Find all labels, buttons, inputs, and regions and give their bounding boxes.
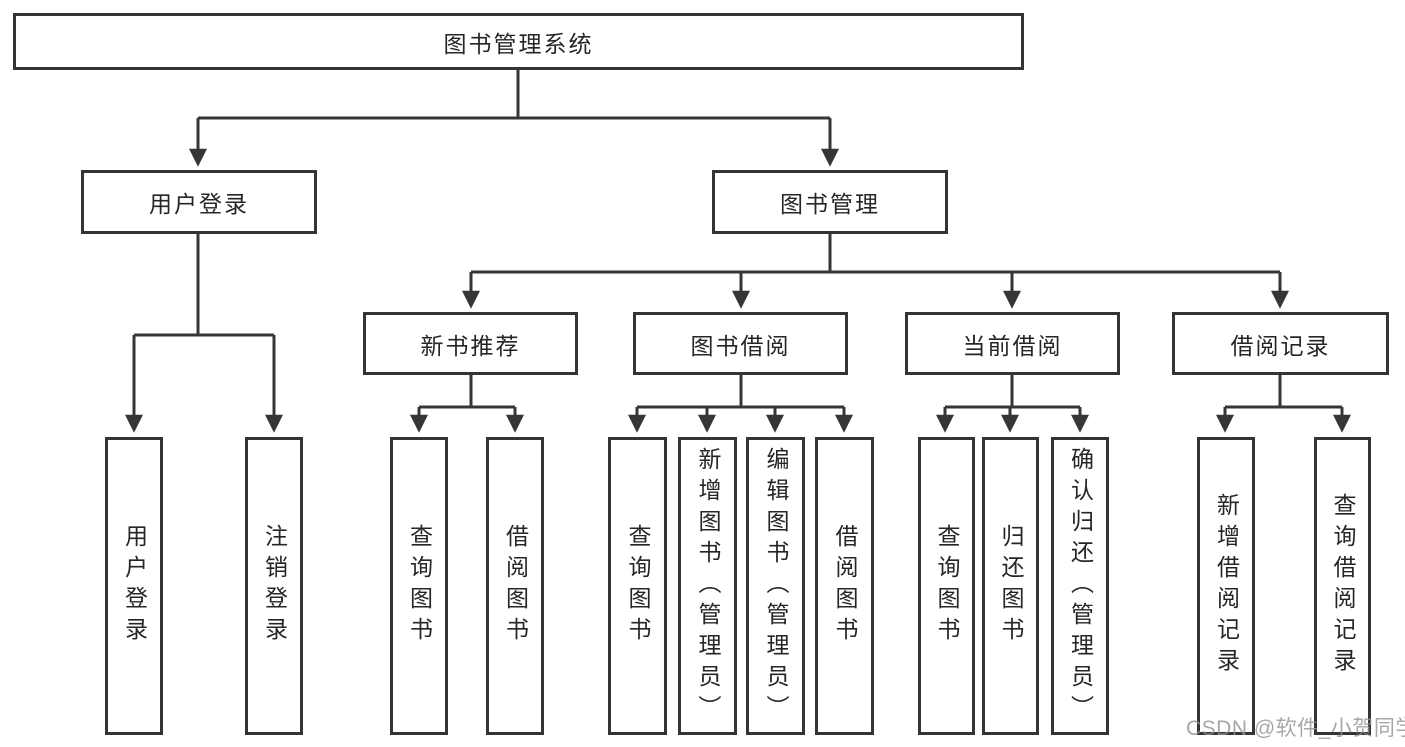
leaf-current-query-books: 查询图书	[918, 437, 975, 735]
leaf-query-borrow-record-label: 查询借阅记录	[1330, 493, 1356, 679]
node-new-book-recommendation-label: 新书推荐	[420, 332, 521, 359]
leaf-return-books: 归还图书	[982, 437, 1039, 735]
leaf-borrowing-borrow-books-label: 借阅图书	[832, 524, 858, 648]
node-book-borrowing-label: 图书借阅	[690, 332, 791, 359]
leaf-add-borrow-record: 新增借阅记录	[1197, 437, 1255, 735]
leaf-confirm-return-admin: 确认归还（管理员）	[1051, 437, 1109, 735]
leaf-add-books-admin: 新增图书（管理员）	[678, 437, 737, 735]
leaf-newrec-query-books-label: 查询图书	[406, 524, 433, 648]
leaf-borrowing-query-books: 查询图书	[608, 437, 667, 735]
leaf-add-borrow-record-label: 新增借阅记录	[1213, 493, 1240, 679]
leaf-user-login-label: 用户登录	[121, 524, 148, 648]
leaf-newrec-borrow-books: 借阅图书	[486, 437, 544, 735]
node-user-login: 用户登录	[81, 170, 317, 234]
node-borrowing-records-label: 借阅记录	[1230, 332, 1331, 359]
watermark: CSDN @软件_小贺同学	[1186, 717, 1405, 740]
leaf-newrec-borrow-books-label: 借阅图书	[502, 524, 529, 648]
node-root: 图书管理系统	[13, 13, 1024, 70]
node-current-borrowing-label: 当前借阅	[962, 332, 1063, 359]
leaf-query-borrow-record: 查询借阅记录	[1314, 437, 1371, 735]
leaf-edit-books-admin: 编辑图书（管理员）	[746, 437, 805, 735]
node-book-borrowing: 图书借阅	[633, 312, 848, 375]
node-new-book-recommendation: 新书推荐	[363, 312, 578, 375]
node-root-label: 图书管理系统	[443, 30, 594, 57]
node-current-borrowing: 当前借阅	[905, 312, 1120, 375]
leaf-borrowing-query-books-label: 查询图书	[625, 524, 651, 648]
node-book-management: 图书管理	[712, 170, 948, 234]
leaf-confirm-return-admin-label: 确认归还（管理员）	[1067, 446, 1094, 726]
node-book-management-label: 图书管理	[780, 191, 880, 217]
leaf-return-books-label: 归还图书	[998, 524, 1024, 648]
node-user-login-label: 用户登录	[149, 191, 249, 217]
leaf-logout: 注销登录	[245, 437, 303, 735]
leaf-newrec-query-books: 查询图书	[390, 437, 448, 735]
leaf-add-books-admin-label: 新增图书（管理员）	[695, 446, 721, 726]
leaf-user-login: 用户登录	[105, 437, 163, 735]
leaf-edit-books-admin-label: 编辑图书（管理员）	[763, 446, 789, 726]
node-borrowing-records: 借阅记录	[1172, 312, 1389, 375]
leaf-borrowing-borrow-books: 借阅图书	[815, 437, 874, 735]
leaf-current-query-books-label: 查询图书	[934, 524, 960, 648]
leaf-logout-label: 注销登录	[261, 524, 288, 648]
tree-branch-lines	[134, 70, 1342, 409]
